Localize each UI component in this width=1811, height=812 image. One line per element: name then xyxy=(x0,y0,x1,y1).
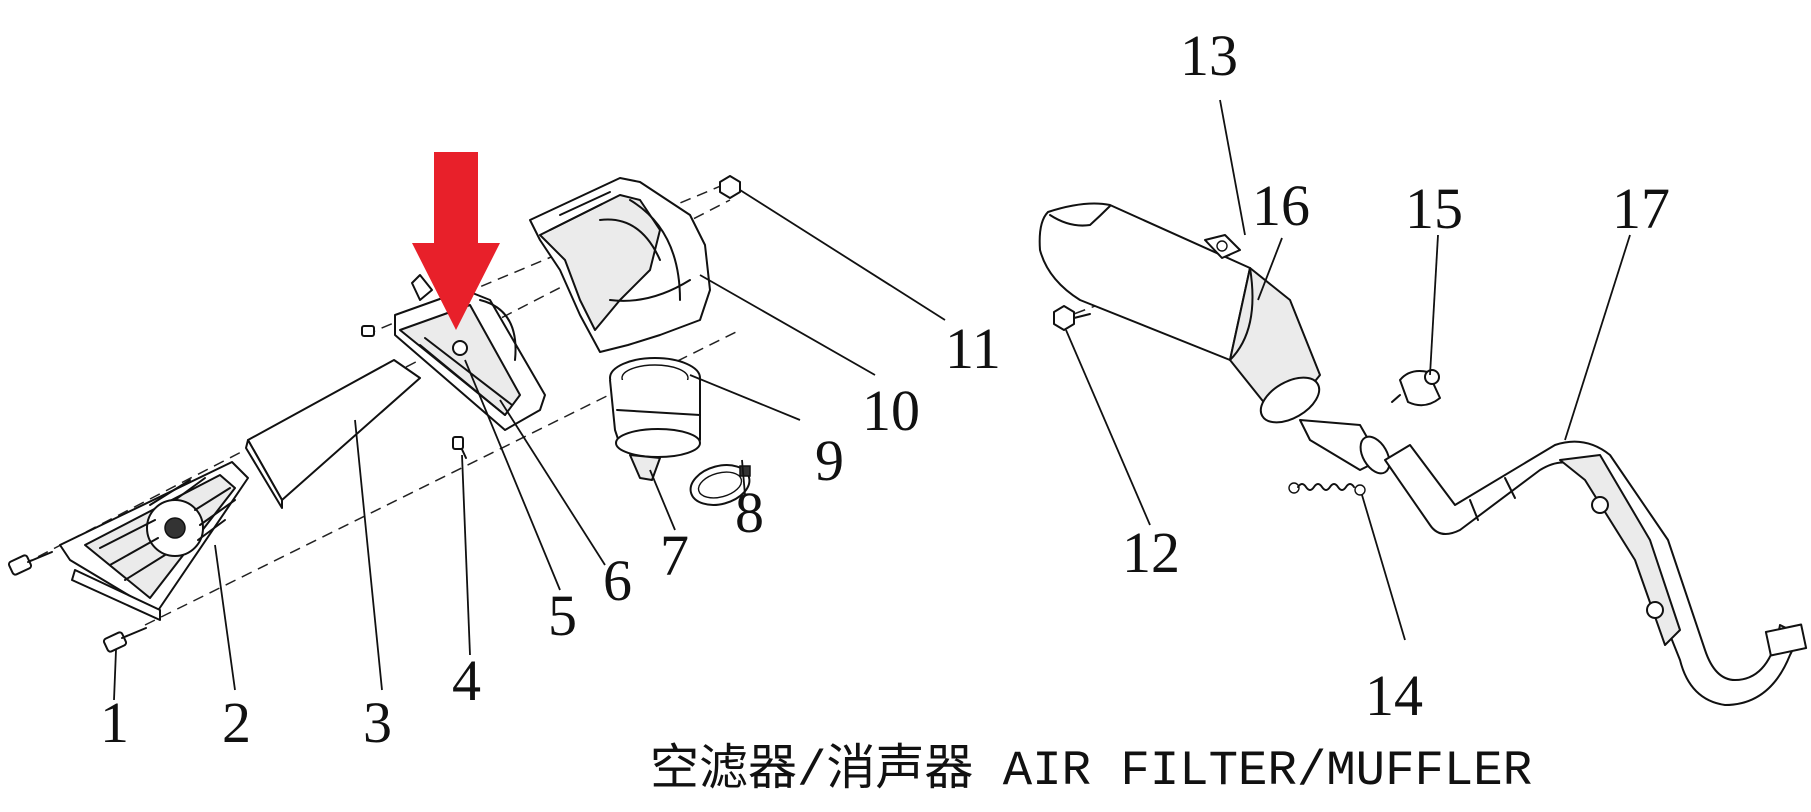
callout-4: 4 xyxy=(452,648,481,713)
part-3-filter-element xyxy=(245,359,421,509)
callout-numbers: 1 2 3 4 5 6 7 8 9 10 11 12 13 14 15 16 1… xyxy=(100,23,1670,755)
callout-12: 12 xyxy=(1122,520,1180,585)
callout-5: 5 xyxy=(548,583,577,648)
part-8-hose-clamp xyxy=(689,464,751,506)
callout-3: 3 xyxy=(363,690,392,755)
callout-2: 2 xyxy=(222,690,251,755)
callout-7: 7 xyxy=(660,523,689,588)
part-16-muffler xyxy=(1038,202,1391,475)
part-11-nut xyxy=(719,175,741,199)
callout-16: 16 xyxy=(1252,173,1310,238)
callout-6: 6 xyxy=(603,548,632,613)
callout-11: 11 xyxy=(945,316,1001,381)
red-arrow-indicator xyxy=(412,152,500,330)
part-15-clamp xyxy=(1391,369,1441,407)
callout-9: 9 xyxy=(815,428,844,493)
leader-lines xyxy=(113,99,1631,701)
callout-8: 8 xyxy=(735,480,764,545)
part-17-header-pipe xyxy=(1384,440,1808,706)
callout-10: 10 xyxy=(862,378,920,443)
part-1-screw xyxy=(7,551,147,653)
part-10-air-box xyxy=(529,177,711,353)
callout-1: 1 xyxy=(100,690,129,755)
callout-13: 13 xyxy=(1180,23,1238,88)
part-4-screw xyxy=(361,325,467,459)
callout-14: 14 xyxy=(1365,663,1423,728)
callout-17: 17 xyxy=(1612,176,1670,241)
part-14-spring xyxy=(1288,482,1366,496)
diagram-caption: 空滤器/消声器 AIR FILTER/MUFFLER xyxy=(650,743,1533,799)
part-9-intake-boot xyxy=(609,357,701,481)
part-12-bolt xyxy=(1053,305,1091,331)
callout-15: 15 xyxy=(1405,176,1463,241)
part-2-filter-frame xyxy=(59,461,249,621)
